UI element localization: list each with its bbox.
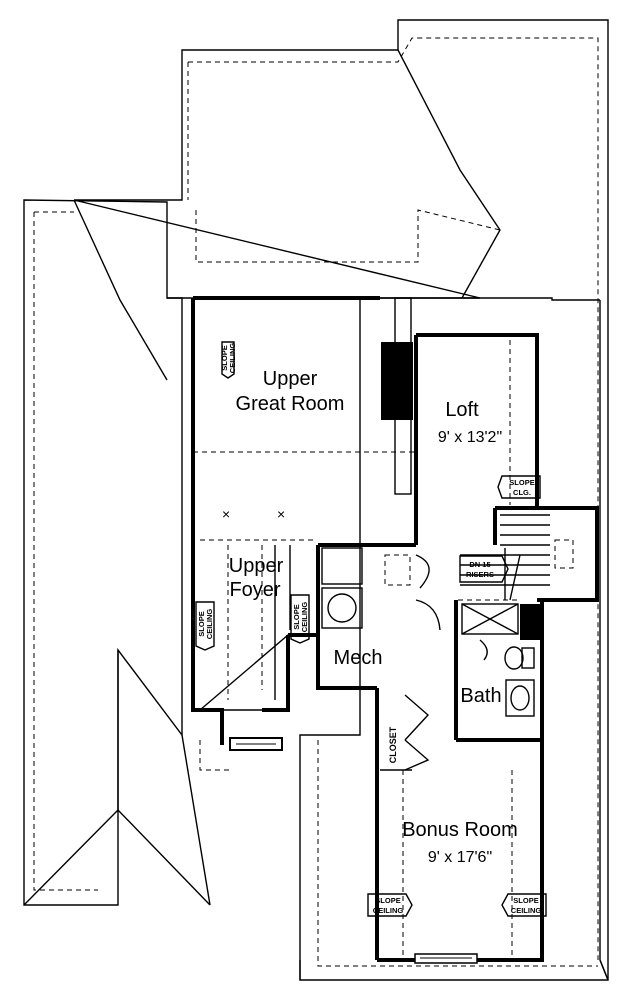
slope-note-foyer-left-2: CEILING xyxy=(205,609,214,640)
bonus-window xyxy=(414,953,478,964)
room-labels: Upper Great Room Loft 9' x 13'2" Upper F… xyxy=(229,368,518,866)
slope-note-bonus-right-1: SLOPE xyxy=(513,896,538,905)
bath-fixtures xyxy=(461,603,540,717)
loft-label: Loft xyxy=(445,399,479,421)
upper-foyer-label-2: Foyer xyxy=(229,579,280,601)
interior-lines xyxy=(193,340,520,955)
chimney-outline xyxy=(394,297,412,495)
bonus-room-size: 9' x 17'6" xyxy=(428,849,492,866)
svg-text:×: × xyxy=(277,506,285,522)
upper-great-room-label-1: Upper xyxy=(263,368,318,390)
slope-note-great-room-2: CEILING xyxy=(228,343,237,374)
bonus-room-label: Bonus Room xyxy=(402,819,518,841)
slope-note-bonus-left-1: SLOPE xyxy=(375,896,400,905)
slope-note-bonus-left-2: CEILING xyxy=(373,906,404,915)
slope-note-loft-2: CLG. xyxy=(513,488,531,497)
mech-label: Mech xyxy=(334,647,383,669)
upper-great-room-label-2: Great Room xyxy=(236,393,345,415)
stairs-note-1: DN 15 xyxy=(469,560,490,569)
foyer-opening xyxy=(198,633,289,711)
upper-foyer-label-1: Upper xyxy=(229,555,284,577)
slope-note-loft-1: SLOPE xyxy=(509,478,534,487)
slope-note-foyer-left-1: SLOPE xyxy=(197,611,206,636)
slope-note-foyer-right-1: SLOPE xyxy=(292,604,301,629)
closet-doors xyxy=(380,694,430,771)
roof-dashed-lines xyxy=(33,37,599,967)
fixture-marks: × × xyxy=(222,506,285,522)
slope-note-great-room-1: SLOPE xyxy=(220,345,229,370)
mech-fixtures xyxy=(321,547,441,631)
slope-note-foyer-right-2: CEILING xyxy=(300,602,309,633)
foyer-window xyxy=(229,737,283,751)
notes: SLOPE CEILING SLOPE CLG. SLOPE CEILING S… xyxy=(195,341,547,917)
fireplace xyxy=(381,342,413,420)
loft-size: 9' x 13'2" xyxy=(438,429,502,446)
roof-outline xyxy=(23,19,609,981)
stairs xyxy=(460,514,574,601)
svg-text:×: × xyxy=(222,506,230,522)
slope-note-bonus-right-2: CEILING xyxy=(511,906,542,915)
bath-label: Bath xyxy=(460,685,501,707)
stairs-note-2: RISERS xyxy=(466,570,494,579)
closet-label: CLOSET xyxy=(388,726,398,763)
